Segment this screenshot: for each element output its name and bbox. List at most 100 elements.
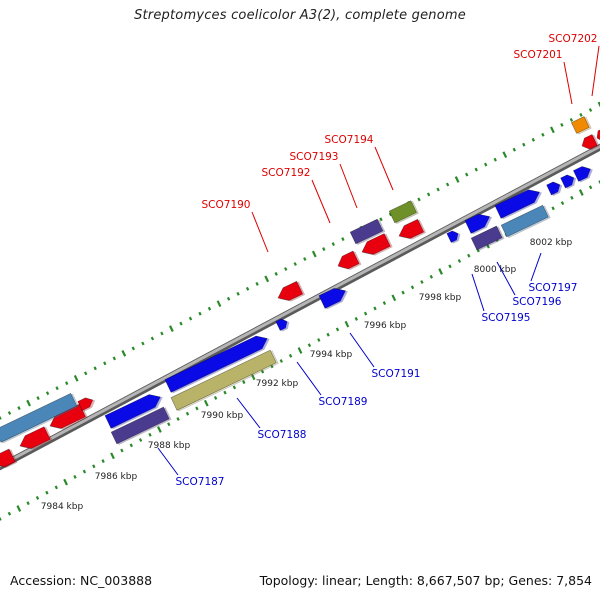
- top-gene-label: SCO7193: [290, 151, 339, 163]
- minor-tick: [322, 247, 326, 252]
- minor-tick: [436, 187, 440, 192]
- minor-tick: [429, 274, 433, 279]
- minor-tick: [445, 182, 450, 187]
- minor-tick: [363, 311, 368, 316]
- major-tick: [203, 399, 209, 407]
- scale-label: 7994 kbp: [310, 350, 353, 360]
- minor-tick: [522, 142, 526, 147]
- gene-blue-sco7187-body: [104, 394, 161, 429]
- gene-blue-sco7187: [104, 394, 163, 430]
- top-leader-line: [591, 45, 600, 97]
- gene-blue-sco7191: [318, 288, 348, 310]
- major-tick: [438, 268, 443, 275]
- minor-tick: [307, 343, 312, 348]
- top-gene-label: SCO7192: [262, 167, 311, 179]
- minor-tick: [176, 417, 180, 421]
- gene-blue-tiny-body: [446, 230, 459, 243]
- minor-tick: [484, 162, 488, 167]
- gene-blue-sco7196: [494, 189, 542, 220]
- minor-tick: [148, 432, 152, 437]
- gene-steel-left: [0, 392, 80, 444]
- minor-tick: [242, 380, 246, 385]
- minor-tick: [588, 108, 593, 112]
- major-tick: [597, 101, 600, 109]
- major-tick: [454, 176, 460, 183]
- top-leader-line: [311, 179, 331, 224]
- bottom-gene-label: SCO7195: [482, 312, 531, 324]
- gene-red-sco7194b-body: [398, 218, 425, 239]
- gene-red-4-body: [77, 397, 94, 411]
- gene-purple-sco7195-body: [470, 225, 503, 251]
- scale-label: 7986 kbp: [95, 472, 138, 482]
- gene-red-sco7192: [337, 250, 362, 270]
- major-tick: [169, 325, 174, 332]
- scale-label: 8002 kbp: [530, 238, 573, 248]
- minor-tick: [167, 422, 171, 427]
- bottom-leader-line: [496, 261, 516, 296]
- minor-tick: [382, 301, 387, 306]
- genome-summary-text: Topology: linear; Length: 8,667,507 bp; …: [259, 573, 592, 588]
- major-tick: [550, 126, 555, 134]
- major-tick: [110, 452, 115, 460]
- minor-tick: [84, 371, 88, 376]
- bottom-leader-line: [157, 447, 179, 476]
- major-tick: [578, 189, 584, 196]
- gene-steel-left-body: [0, 392, 78, 443]
- gene-red-1-body: [0, 448, 16, 468]
- gene-steel-sco7196: [500, 204, 551, 238]
- major-tick: [311, 250, 317, 258]
- minor-tick: [448, 264, 452, 269]
- minor-tick: [213, 395, 218, 400]
- major-tick: [121, 350, 127, 357]
- minor-tick: [120, 448, 124, 453]
- scale-label: 7992 kbp: [256, 379, 299, 389]
- major-tick: [26, 399, 31, 407]
- accession-text: Accession: NC_003888: [10, 573, 153, 588]
- minor-tick: [569, 117, 574, 122]
- minor-tick: [0, 517, 2, 521]
- minor-tick: [401, 290, 405, 295]
- minor-tick: [112, 356, 116, 361]
- minor-tick: [570, 195, 574, 200]
- scale-label: 7996 kbp: [364, 321, 407, 331]
- gene-blue-sco7197a-body: [546, 181, 561, 196]
- gene-olive-sco7194-body: [388, 200, 417, 224]
- minor-tick: [465, 172, 469, 177]
- minor-tick: [141, 341, 145, 346]
- bottom-gene-label: SCO7189: [319, 396, 368, 408]
- major-tick: [16, 505, 22, 512]
- minor-tick: [188, 316, 193, 321]
- minor-tick: [335, 327, 340, 332]
- minor-tick: [410, 285, 415, 290]
- bottom-leader-line: [296, 361, 322, 396]
- minor-tick: [198, 311, 202, 316]
- minor-tick: [274, 271, 278, 276]
- minor-tick: [73, 474, 77, 479]
- major-tick: [344, 320, 350, 328]
- gene-blue-sco7197a: [546, 181, 563, 197]
- minor-tick: [379, 217, 383, 222]
- minor-tick: [195, 406, 199, 411]
- minor-tick: [236, 291, 240, 296]
- minor-tick: [293, 262, 297, 266]
- gene-blue-sco7197b-body: [560, 174, 575, 189]
- minor-tick: [131, 346, 135, 351]
- gene-orange-sco7201-body: [571, 116, 590, 134]
- minor-tick: [317, 338, 321, 342]
- minor-tick: [457, 259, 462, 263]
- minor-tick: [223, 390, 227, 395]
- major-tick: [502, 151, 508, 159]
- minor-tick: [579, 112, 583, 117]
- gene-blue-sco7191-body: [318, 288, 346, 309]
- top-gene-label: SCO7201: [514, 49, 563, 61]
- minor-tick: [26, 501, 30, 506]
- top-tick-row: [0, 101, 600, 420]
- genome-title: Streptomyces coelicolor A3(2), complete …: [134, 8, 466, 23]
- gene-orange-sco7201: [571, 116, 592, 135]
- top-gene-label: SCO7194: [325, 134, 374, 146]
- bottom-leader-line: [349, 332, 375, 368]
- gene-purple-sco7193: [349, 218, 386, 245]
- minor-tick: [426, 192, 431, 197]
- gene-blue-sco7196-body: [494, 189, 540, 219]
- gene-red-2-body: [19, 426, 51, 449]
